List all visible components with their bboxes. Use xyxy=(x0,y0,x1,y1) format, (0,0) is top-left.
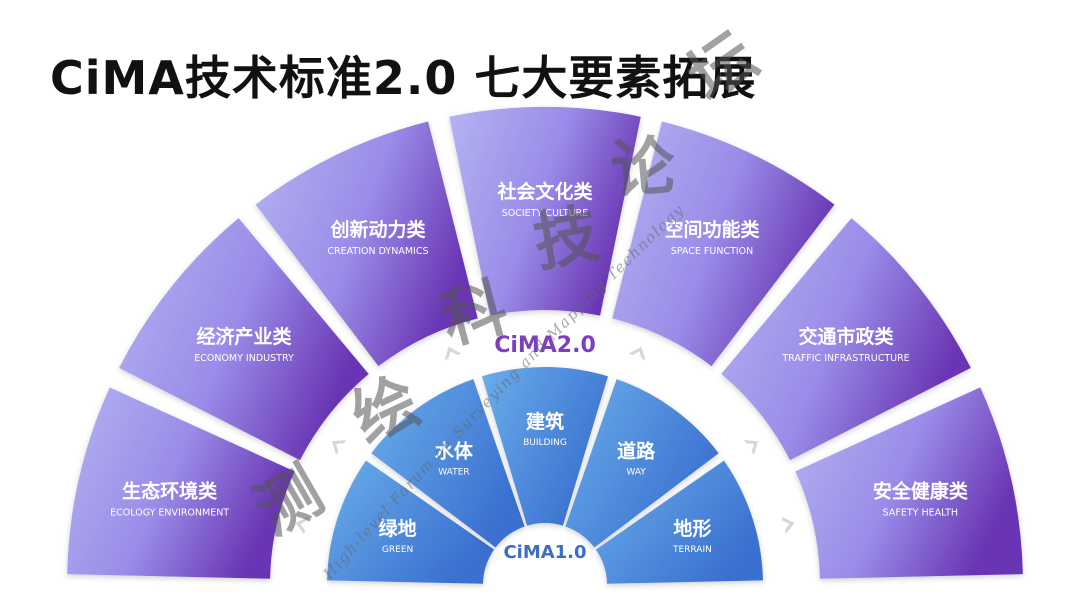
chevron-arrow-icon xyxy=(628,346,646,361)
inner-label-cn: 水体 xyxy=(435,440,474,463)
chevron-arrow-icon xyxy=(444,346,462,361)
outer-label-en: SAFETY HEALTH xyxy=(883,507,958,518)
inner-label-en: WATER xyxy=(438,468,469,478)
inner-label-en: WAY xyxy=(626,468,646,478)
outer-segment-7 xyxy=(795,387,1023,579)
cima2-label: CiMA2.0 xyxy=(494,333,596,358)
cima1-label: CiMA1.0 xyxy=(503,542,586,563)
outer-label-en: SOCIETY CULTURE xyxy=(502,208,589,219)
chevron-arrow-icon xyxy=(331,439,347,455)
chevron-arrow-icon xyxy=(743,439,759,455)
chevron-arrow-icon xyxy=(295,516,309,535)
outer-segment-1 xyxy=(67,387,295,579)
inner-label-en: GREEN xyxy=(382,545,413,555)
page-title: CiMA技术标准2.0 七大要素拓展 xyxy=(50,51,757,105)
inner-segment-3 xyxy=(481,367,609,526)
inner-label-cn: 道路 xyxy=(617,440,656,463)
watermark-char: 论 xyxy=(608,128,679,208)
outer-segment-6 xyxy=(721,218,971,461)
outer-segment-4 xyxy=(449,107,641,316)
chevron-arrow-icon xyxy=(781,516,795,535)
segment-labels: 生态环境类 ECOLOGY ENVIRONMENT 经济产业类 ECONOMY IND… xyxy=(110,180,968,555)
outer-label-cn: 创新动力类 xyxy=(329,218,425,241)
chevron-arrows xyxy=(295,346,795,535)
outer-label-cn: 安全健康类 xyxy=(873,479,968,502)
watermark-char: 技 xyxy=(528,196,604,281)
outer-label-en: ECONOMY INDUSTRY xyxy=(194,353,294,364)
inner-label-en: BUILDING xyxy=(523,438,567,448)
inner-segment-2 xyxy=(371,379,525,548)
watermark-char: 坛 xyxy=(675,18,770,116)
inner-segment-5 xyxy=(595,460,763,584)
outer-segments xyxy=(67,107,1023,579)
outer-label-cn: 生态环境类 xyxy=(122,479,217,502)
outer-label-en: SPACE FUNCTION xyxy=(671,246,754,257)
outer-segment-3 xyxy=(255,121,478,367)
inner-segments xyxy=(327,367,763,584)
inner-label-cn: 地形 xyxy=(673,517,711,540)
outer-label-cn: 经济产业类 xyxy=(196,325,291,348)
inner-segment-1 xyxy=(327,460,495,584)
outer-segment-5 xyxy=(612,121,835,367)
outer-segment-2 xyxy=(119,218,369,461)
inner-label-en: TERRAIN xyxy=(672,545,712,555)
outer-label-cn: 社会文化类 xyxy=(496,180,592,203)
outer-label-en: CREATION DYNAMICS xyxy=(327,246,428,257)
inner-label-cn: 建筑 xyxy=(526,410,564,433)
outer-label-cn: 空间功能类 xyxy=(665,218,760,241)
outer-label-en: TRAFFIC INFRASTRUCTURE xyxy=(781,353,909,364)
outer-label-en: ECOLOGY ENVIRONMENT xyxy=(110,507,229,518)
outer-label-cn: 交通市政类 xyxy=(798,325,893,348)
inner-segment-4 xyxy=(565,379,719,548)
inner-label-cn: 绿地 xyxy=(379,517,417,540)
